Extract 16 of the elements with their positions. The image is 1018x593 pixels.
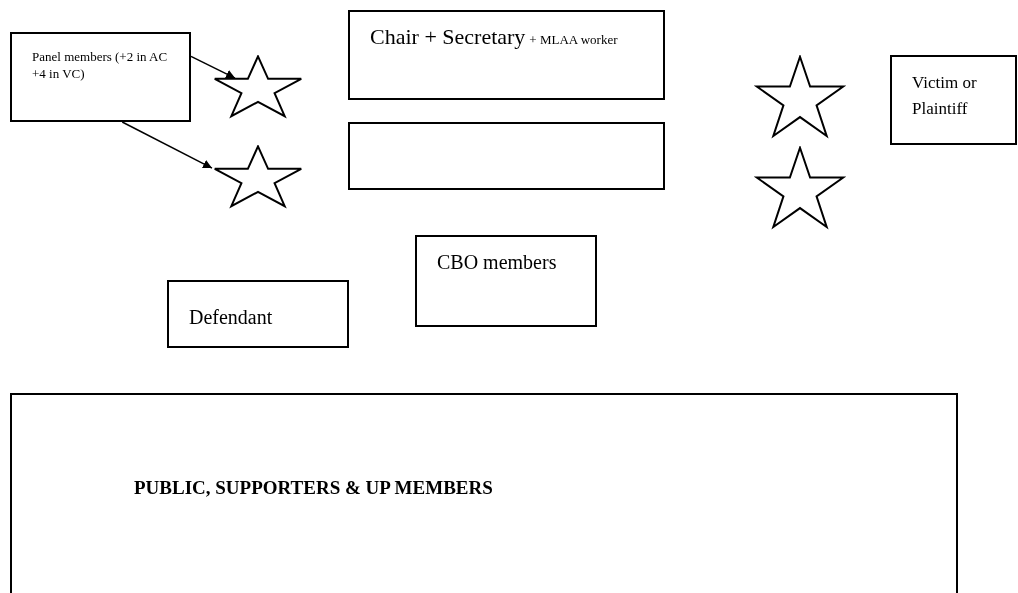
text-box	[10, 393, 958, 593]
text-box	[348, 10, 665, 100]
arrow	[121, 121, 213, 169]
arrow	[190, 55, 236, 79]
box-text: Defendant	[189, 305, 274, 330]
box-text: Chair + Secretary	[370, 24, 526, 49]
text-box	[890, 55, 1017, 145]
text-box	[10, 32, 191, 122]
box-text: Panel members (+2 in AC +4 in VC)	[32, 48, 169, 82]
box-text: CBO members	[437, 250, 558, 275]
box-text: + MLAA worker	[529, 32, 618, 47]
box-text: Victim or Plaintiff	[912, 72, 978, 120]
empty-box	[348, 122, 665, 190]
text-box	[167, 280, 349, 348]
box-text: PUBLIC, SUPPORTERS & UP MEMBERS	[134, 476, 494, 500]
text-box	[415, 235, 597, 327]
